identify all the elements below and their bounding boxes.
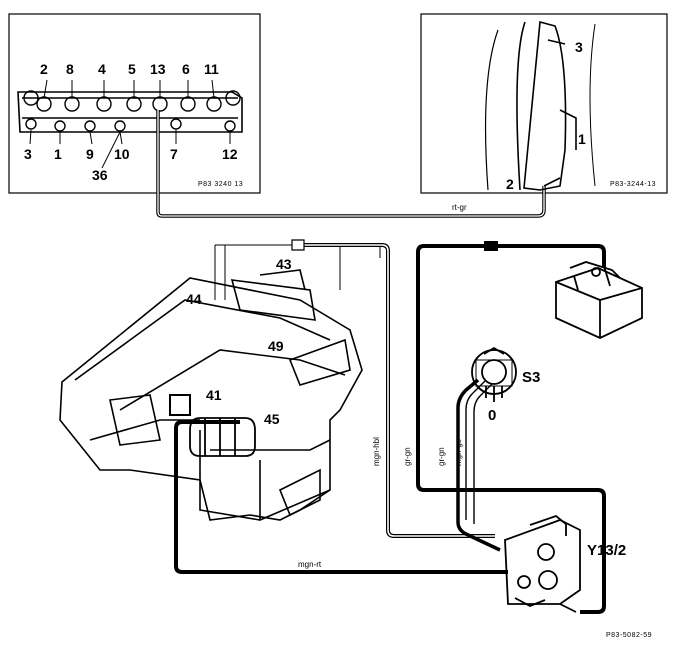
part-label-44: 44 <box>186 291 202 307</box>
hose-mgn-ge <box>465 379 493 524</box>
switch-position-0: 0 <box>488 407 497 424</box>
hose-gr-gn-inner <box>456 378 501 552</box>
reservoir-panel-ref: P83-3244-13 <box>610 181 656 188</box>
wire-label-gr-gn-outer: gr-gn <box>403 447 412 466</box>
wire-label-rt-gr: rt-gr <box>452 203 467 212</box>
valve-y13-2 <box>504 514 581 613</box>
connector-label-36: 36 <box>92 167 108 183</box>
part-label-43: 43 <box>276 256 292 272</box>
connector-label-top-5: 13 <box>150 61 166 77</box>
hose-mgn-hbl <box>291 239 495 538</box>
hose-gr-gn-outer <box>416 244 606 614</box>
connector-label-bottom-3: 9 <box>86 146 94 162</box>
connector-label-top-3: 4 <box>98 61 106 77</box>
connector-panel-ref: P83 3240 13 <box>198 181 244 188</box>
connector-label-bottom-4: 10 <box>114 146 130 162</box>
heater-box-assembly <box>59 244 381 521</box>
reservoir-label-1: 1 <box>578 131 586 147</box>
connector-panel-frame <box>8 13 261 194</box>
connector-label-top-7: 11 <box>204 61 219 77</box>
connector-label-top-2: 8 <box>66 61 74 77</box>
switch-s3 <box>471 346 517 402</box>
part-label-s3: S3 <box>522 369 541 386</box>
main-diagram-ref: P83-5082-59 <box>606 632 652 639</box>
connector-label-bottom-5: 7 <box>170 146 178 162</box>
reservoir-panel-frame <box>420 13 668 194</box>
reservoir-label-2: 2 <box>506 176 514 192</box>
part-label-41: 41 <box>206 387 222 403</box>
vacuum-tank <box>555 261 643 339</box>
part-label-49: 49 <box>268 338 284 354</box>
inline-connector <box>484 241 498 251</box>
vacuum-actuators <box>189 417 256 457</box>
connector-label-top-6: 6 <box>182 61 190 77</box>
connector-label-top-4: 5 <box>128 61 136 77</box>
wire-label-gr-gn-inner: gr-gn <box>437 447 446 466</box>
hose-mgn-rt <box>174 420 508 574</box>
part-label-45: 45 <box>264 411 280 427</box>
vacuum-connector-strip <box>17 79 243 169</box>
connector-label-bottom-1: 3 <box>24 146 32 162</box>
vacuum-reservoir <box>484 20 596 191</box>
wire-label-mgn-ge: mgn-ge <box>454 438 463 466</box>
wire-label-mgn-rt: mgn-rt <box>298 560 322 569</box>
wire-label-mgn-hbl: mgn-hbl <box>372 437 381 466</box>
connector-label-bottom-2: 1 <box>54 146 62 162</box>
connector-label-bottom-6: 12 <box>222 146 238 162</box>
part-label-y13-2: Y13/2 <box>587 542 627 559</box>
connector-label-top-1: 2 <box>40 61 48 77</box>
reservoir-label-3: 3 <box>575 39 583 55</box>
